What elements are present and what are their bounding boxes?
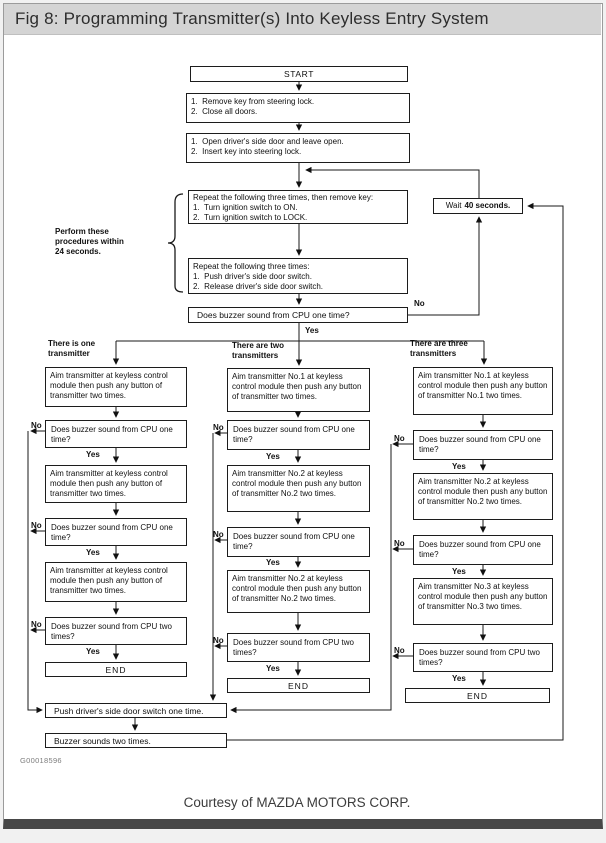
no-label: No — [394, 434, 405, 443]
no-label: No — [394, 539, 405, 548]
col2-aim2-box: Aim transmitter No.2 at keyless control … — [227, 465, 370, 512]
col1-aim2-box: Aim transmitter at keyless control modul… — [45, 465, 187, 503]
repeat-door-switch-box: Repeat the following three times: 1. Pus… — [188, 258, 408, 294]
courtesy-caption: Courtesy of MAZDA MOTORS CORP. — [183, 795, 411, 810]
col1-question3-box: Does buzzer sound from CPU two times? — [45, 617, 187, 645]
branch-label-two-transmitters: There are two transmitters — [232, 341, 285, 360]
yes-label: Yes — [86, 647, 100, 656]
no-label: No — [213, 530, 224, 539]
yes-label: Yes — [266, 452, 280, 461]
perform-within-24s-note: Perform these procedures within 24 secon… — [55, 227, 124, 256]
yes-label: Yes — [86, 450, 100, 459]
no-label: No — [394, 646, 405, 655]
start-box: START — [190, 66, 408, 82]
col3-end-box: END — [405, 688, 550, 703]
col3-question2-box: Does buzzer sound from CPU one time? — [413, 535, 553, 565]
no-label: No — [213, 636, 224, 645]
no-label: No — [31, 620, 42, 629]
col2-end-box: END — [227, 678, 370, 693]
push-door-switch-box: Push driver's side door switch one time. — [45, 703, 227, 718]
col3-question1-box: Does buzzer sound from CPU one time? — [413, 430, 553, 460]
col2-aim1-box: Aim transmitter No.1 at keyless control … — [227, 368, 370, 412]
col3-aim1-box: Aim transmitter No.1 at keyless control … — [413, 367, 553, 415]
yes-label: Yes — [452, 674, 466, 683]
col2-question3-box: Does buzzer sound from CPU two times? — [227, 633, 370, 662]
col1-aim3-box: Aim transmitter at keyless control modul… — [45, 562, 187, 602]
title-bar: Fig 8: Programming Transmitter(s) Into K… — [4, 4, 601, 35]
figure-id: G00018596 — [20, 756, 62, 765]
yes-label: Yes — [305, 326, 319, 335]
yes-label: Yes — [266, 664, 280, 673]
col1-question1-box: Does buzzer sound from CPU one time? — [45, 420, 187, 448]
no-label: No — [213, 423, 224, 432]
col1-end-box: END — [45, 662, 187, 677]
col3-question3-box: Does buzzer sound from CPU two times? — [413, 643, 553, 672]
no-label: No — [31, 421, 42, 430]
col3-aim2-box: Aim transmitter No.2 at keyless control … — [413, 473, 553, 520]
brace — [167, 193, 184, 293]
buzzer-sounds-box: Buzzer sounds two times. — [45, 733, 227, 748]
yes-label: Yes — [452, 567, 466, 576]
wait-40-seconds-box: Wait 40 seconds. — [433, 198, 523, 214]
col3-aim3-box: Aim transmitter No.3 at keyless control … — [413, 578, 553, 625]
figure-title: Fig 8: Programming Transmitter(s) Into K… — [15, 9, 489, 28]
yes-label: Yes — [452, 462, 466, 471]
col2-question2-box: Does buzzer sound from CPU one time? — [227, 527, 370, 557]
no-label: No — [414, 299, 425, 308]
yes-label: Yes — [86, 548, 100, 557]
col1-aim1-box: Aim transmitter at keyless control modul… — [45, 367, 187, 407]
col2-question1-box: Does buzzer sound from CPU one time? — [227, 420, 370, 450]
repeat-ignition-box: Repeat the following three times, then r… — [188, 190, 408, 224]
col2-aim3-box: Aim transmitter No.2 at keyless control … — [227, 570, 370, 613]
no-label: No — [31, 521, 42, 530]
branch-label-one-transmitter: There is one transmitter — [48, 339, 96, 358]
branch-label-three-transmitters: There are three transmitters — [410, 339, 468, 358]
main-buzzer-question-box: Does buzzer sound from CPU one time? — [188, 307, 408, 323]
yes-label: Yes — [266, 558, 280, 567]
open-door-step-box: 1. Open driver's side door and leave ope… — [186, 133, 410, 163]
col1-question2-box: Does buzzer sound from CPU one time? — [45, 518, 187, 546]
remove-key-step-box: 1. Remove key from steering lock. 2. Clo… — [186, 93, 410, 123]
